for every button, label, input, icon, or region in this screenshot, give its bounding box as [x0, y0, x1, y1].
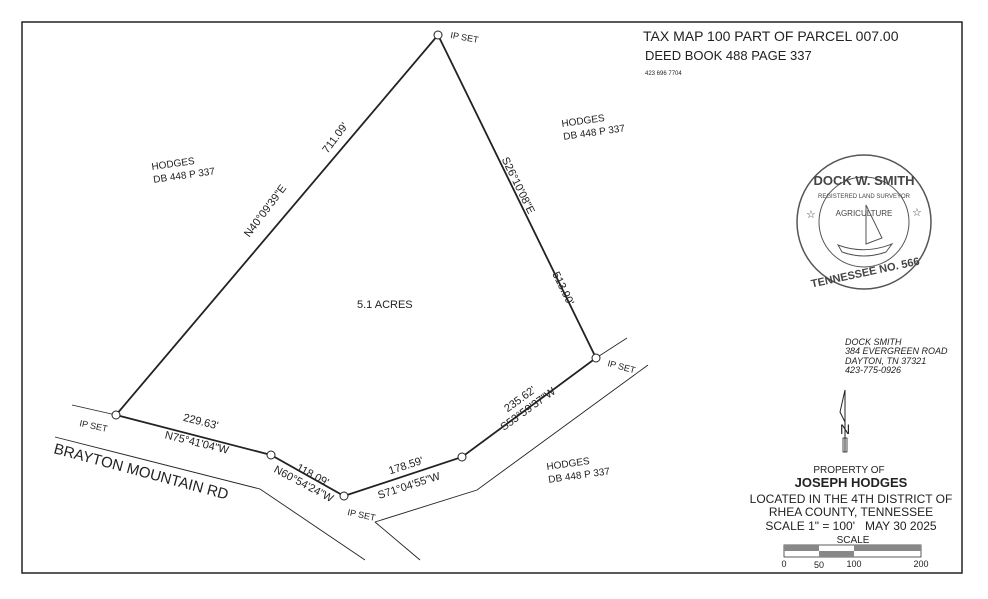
acreage-label: 5.1 ACRES: [357, 299, 413, 311]
iron-pin: [591, 353, 601, 363]
tax-map-title: TAX MAP 100 PART OF PARCEL 007.00: [643, 28, 899, 44]
distance-label: 178.59': [387, 455, 425, 477]
svg-text:200: 200: [913, 559, 928, 569]
corner-label: IP SET: [450, 30, 480, 45]
parcel-boundary: [114, 33, 598, 497]
distance-label: 229.63': [182, 412, 220, 432]
road-line: [71, 404, 117, 416]
adjoiner-label: HODGES DB 448 P 337: [546, 456, 611, 486]
owner-name: JOSEPH HODGES: [795, 475, 908, 490]
surveyor-info: DOCK SMITH 384 EVERGREEN ROAD DAYTON, TN…: [845, 337, 948, 375]
north-arrow-icon: N: [839, 389, 850, 453]
svg-text:☆: ☆: [806, 209, 816, 221]
distance-label: 711.09': [320, 121, 351, 156]
scale-date: SCALE 1" = 100' MAY 30 2025: [765, 519, 937, 533]
location-line: LOCATED IN THE 4TH DISTRICT OF: [750, 492, 953, 506]
svg-text:AGRICULTURE: AGRICULTURE: [836, 209, 893, 218]
svg-text:50: 50: [814, 560, 824, 570]
svg-text:384 EVERGREEN ROAD: 384 EVERGREEN ROAD: [845, 346, 948, 356]
corner-markers: [111, 30, 601, 501]
iron-pin: [339, 491, 349, 501]
corner-label: IP SET: [347, 507, 377, 523]
road-line: [54, 436, 366, 561]
bearing-label: N40°09'39"E: [242, 183, 289, 240]
iron-pin: [457, 452, 467, 462]
svg-text:DOCK W. SMITH: DOCK W. SMITH: [813, 173, 914, 188]
road-line: [595, 337, 628, 359]
corner-label: IP SET: [79, 418, 109, 434]
svg-text:0: 0: [781, 559, 786, 569]
iron-pin: [266, 450, 276, 460]
drawing-border: [21, 21, 963, 574]
svg-text:TENNESSEE NO. 566: TENNESSEE NO. 566: [810, 256, 921, 291]
svg-text:423-775-0926: 423-775-0926: [845, 365, 901, 375]
svg-text:SCALE: SCALE: [837, 535, 870, 546]
svg-text:DAYTON, TN 37321: DAYTON, TN 37321: [845, 356, 926, 366]
svg-text:☆: ☆: [912, 207, 922, 219]
road-line: [374, 521, 421, 561]
bearing-label: S26°10'08"E: [499, 155, 537, 216]
svg-text:REGISTERED LAND SURVEYOR: REGISTERED LAND SURVEYOR: [818, 194, 911, 200]
svg-text:N: N: [840, 421, 850, 437]
property-of-label: PROPERTY OF: [813, 465, 884, 476]
svg-text:DOCK SMITH: DOCK SMITH: [845, 337, 902, 347]
corner-label: IP SET: [606, 358, 636, 375]
bearing-label: N75°41'04"W: [164, 429, 231, 457]
svg-text:100: 100: [846, 559, 861, 569]
location-line: RHEA COUNTY, TENNESSEE: [769, 505, 933, 519]
scale-bar: SCALE 0 50 100 200: [781, 535, 928, 570]
adjoiner-label: HODGES DB 448 P 337: [561, 113, 626, 143]
road-line: [374, 364, 649, 523]
iron-pin: [433, 30, 443, 40]
distance-label: 513.90': [549, 270, 575, 307]
iron-pin: [111, 410, 121, 420]
deed-reference: DEED BOOK 488 PAGE 337: [645, 48, 812, 63]
adjoiner-label: HODGES DB 448 P 337: [151, 156, 216, 186]
surveyor-seal: DOCK W. SMITH REGISTERED LAND SURVEYOR A…: [796, 154, 932, 291]
phone-number: 423 696 7704: [645, 71, 682, 77]
